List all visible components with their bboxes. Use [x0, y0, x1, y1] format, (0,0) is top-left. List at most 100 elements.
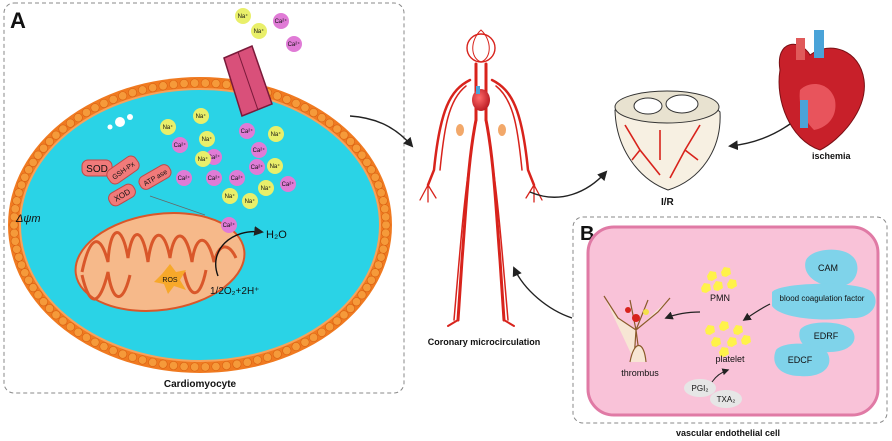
platelet-cell-1 [719, 321, 729, 331]
svg-text:Na⁺: Na⁺ [238, 13, 249, 20]
ion-sodium-12: Na⁺ [195, 151, 211, 167]
pmn-label: PMN [710, 293, 730, 303]
ion-calcium-16: Ca²⁺ [249, 159, 265, 175]
pmn-cell-1 [721, 267, 731, 277]
arrow-pmn-to-thrombus [664, 311, 701, 320]
svg-text:Na⁺: Na⁺ [254, 28, 265, 35]
svg-text:Na⁺: Na⁺ [261, 185, 272, 192]
factor-cam: CAM [805, 249, 858, 287]
panel-a-frame [3, 2, 405, 394]
platelet-cell-4 [727, 337, 737, 347]
membrane-potential-label: Δψm [15, 213, 41, 225]
factor-blood-coagulation: blood coagulation factor [772, 283, 876, 320]
pmn-cluster [701, 267, 737, 293]
mitochondrion [74, 212, 246, 312]
pgi2-bubble: PGI₂ [684, 379, 716, 397]
svg-text:Ca²⁺: Ca²⁺ [288, 41, 301, 48]
water-label: H₂O [266, 229, 287, 241]
arrow-prostanoid-to-platelet [711, 368, 730, 383]
svg-text:Na⁺: Na⁺ [245, 198, 256, 205]
svg-text:Ca²⁺: Ca²⁺ [178, 175, 191, 182]
kidney-right [498, 124, 506, 136]
cardiomyocyte-caption: Cardiomyocyte [164, 379, 237, 390]
svg-text:Ca²⁺: Ca²⁺ [282, 181, 295, 188]
ros-marker: ROS [154, 264, 186, 294]
ion-calcium-13: Ca²⁺ [176, 170, 192, 186]
pmn-cell-2 [713, 281, 723, 291]
arrow-body-to-ir [529, 170, 608, 198]
svg-text:SOD: SOD [86, 164, 108, 175]
arrow-cell-to-body [349, 115, 414, 148]
svg-text:Ca²⁺: Ca²⁺ [208, 175, 221, 182]
enzyme-connector [149, 195, 206, 216]
ir-label: I/R [661, 197, 675, 208]
svg-text:Na⁺: Na⁺ [163, 124, 174, 131]
membrane-beads [9, 78, 391, 372]
ion-sodium-0: Na⁺ [235, 8, 251, 24]
coronary-microcirculation-caption: Coronary microcirculation [428, 337, 541, 347]
factor-edrf: EDRF [799, 322, 855, 353]
ion-sodium-19: Na⁺ [258, 180, 274, 196]
ion-calcium-7: Ca²⁺ [172, 137, 188, 153]
platelet-cell-2 [733, 325, 743, 335]
ion-sodium-1: Na⁺ [251, 23, 267, 39]
ion-calcium-15: Ca²⁺ [229, 170, 245, 186]
panel-a-letter: A [10, 8, 26, 33]
vesicles [107, 114, 133, 130]
kidney-left [456, 124, 464, 136]
ion-sodium-21: Na⁺ [242, 193, 258, 209]
vascular-endothelial-caption: vascular endothelial cell [676, 428, 780, 438]
platelet-cell-6 [719, 347, 729, 357]
ion-sodium-8: Na⁺ [199, 131, 215, 147]
svg-text:Ca²⁺: Ca²⁺ [174, 142, 187, 149]
svg-text:Na⁺: Na⁺ [198, 156, 209, 163]
platelet-cell-0 [705, 325, 715, 335]
platelet-cluster [705, 321, 751, 357]
txa2-bubble: TXA₂ [710, 390, 742, 408]
ion-sodium-4: Na⁺ [160, 119, 176, 135]
thrombus-clot [625, 307, 649, 322]
factor-edcf: EDCF [774, 343, 830, 377]
enzyme-xod: XOD [108, 183, 136, 207]
ions-group: Na⁺Na⁺Ca²⁺Ca²⁺Na⁺Na⁺Ca²⁺Ca²⁺Na⁺Ca²⁺Na⁺Ca… [160, 8, 302, 233]
reaction-label: 1/2O₂+2H⁺ [210, 286, 259, 297]
ion-sodium-5: Na⁺ [193, 108, 209, 124]
platelet-label: platelet [715, 354, 745, 364]
svg-text:TXA₂: TXA₂ [717, 395, 736, 404]
thrombus-label: thrombus [621, 368, 659, 378]
platelet-cell-3 [711, 337, 721, 347]
svg-text:ROS: ROS [162, 277, 178, 284]
svg-text:Ca²⁺: Ca²⁺ [275, 18, 288, 25]
human-circulation [419, 29, 543, 327]
svg-text:PGI₂: PGI₂ [692, 384, 709, 393]
ischemia-heart-icon [778, 30, 865, 151]
thrombus-vessel-icon [603, 295, 671, 363]
svg-text:blood coagulation factor: blood coagulation factor [780, 294, 865, 303]
svg-text:Na⁺: Na⁺ [225, 193, 236, 200]
svg-text:Ca²⁺: Ca²⁺ [241, 128, 254, 135]
ion-sodium-10: Na⁺ [268, 126, 284, 142]
heart-slice [614, 90, 721, 191]
svg-text:CAM: CAM [818, 263, 838, 273]
arrow-ischemia-to-ir [728, 123, 791, 151]
ion-calcium-14: Ca²⁺ [206, 170, 222, 186]
svg-text:EDRF: EDRF [814, 331, 839, 341]
svg-text:Na⁺: Na⁺ [202, 136, 213, 143]
svg-text:Na⁺: Na⁺ [270, 163, 281, 170]
svg-text:Ca²⁺: Ca²⁺ [251, 164, 264, 171]
pmn-cell-3 [727, 279, 737, 289]
panel-b-frame [572, 216, 888, 424]
heart-icon [472, 86, 490, 111]
ischemia-label: ischemia [812, 151, 852, 161]
svg-text:EDCF: EDCF [788, 355, 813, 365]
svg-text:Ca²⁺: Ca²⁺ [223, 222, 236, 229]
ion-sodium-17: Na⁺ [267, 158, 283, 174]
ion-channel [223, 44, 273, 117]
arrow-endothelial-to-body [512, 266, 573, 319]
reaction-arrow [215, 226, 264, 277]
svg-text:Ca²⁺: Ca²⁺ [208, 154, 221, 161]
pmn-cell-0 [707, 271, 717, 281]
arrow-factors-to-pmn [742, 303, 771, 321]
